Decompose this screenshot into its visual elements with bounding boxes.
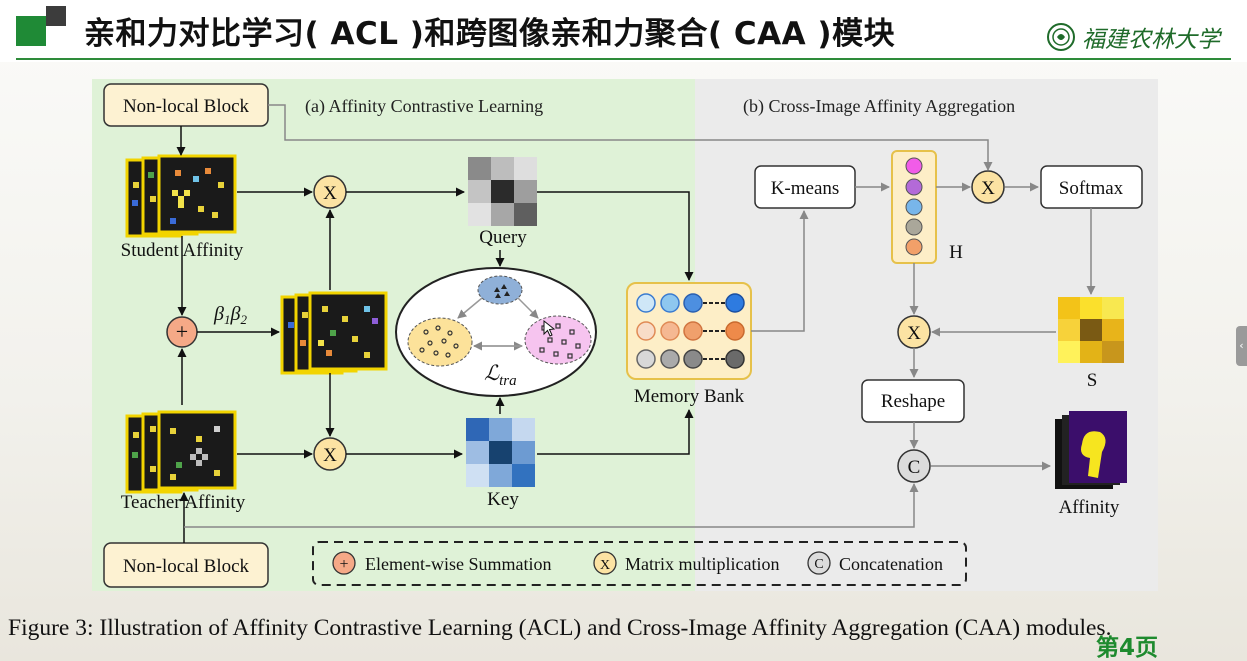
multiply-op-caa-mid-symbol: X (907, 323, 921, 344)
s-label: S (1087, 370, 1098, 391)
university-logo: 福建农林大学 (1046, 20, 1220, 54)
reshape-box (861, 379, 965, 423)
h-label: H (949, 242, 963, 263)
legend-multiply-icon (593, 551, 617, 575)
legend-concat-symbol: C (814, 557, 823, 572)
s-matrix (1058, 297, 1124, 363)
teacher-affinity-maps (125, 410, 237, 494)
non-local-block-bottom-label: Non-local Block (123, 556, 250, 577)
loss-label: ℒtra (484, 361, 517, 389)
beta-weights-label: β1β2 (213, 303, 247, 327)
reshape-label: Reshape (881, 391, 945, 412)
memory-bank-label: Memory Bank (634, 386, 745, 407)
kmeans-label: K-means (771, 178, 840, 199)
university-name: 福建农林大学 (1082, 27, 1220, 53)
multiply-op-caa-top-symbol: X (981, 178, 995, 199)
concat-op-symbol: C (908, 457, 921, 478)
title-divider (16, 58, 1231, 60)
side-nav-tab[interactable]: ‹ (1236, 326, 1247, 366)
multiply-op-top-symbol: X (323, 183, 337, 204)
teacher-affinity-label: Teacher Affinity (121, 492, 246, 513)
key-label: Key (487, 489, 519, 510)
panel-a-title: (a) Affinity Contrastive Learning (305, 96, 543, 117)
concat-op (897, 449, 931, 483)
student-affinity-maps (125, 154, 237, 238)
non-local-block-bottom (103, 542, 269, 588)
figure-caption: Figure 3: Illustration of Affinity Contr… (8, 615, 1112, 641)
cluster-blue (477, 275, 523, 305)
legend-plus-symbol: + (339, 556, 348, 573)
panel-b-title: (b) Cross-Image Affinity Aggregation (743, 96, 1015, 117)
affinity-output-label: Affinity (1059, 497, 1120, 518)
chevron-left-icon: ‹ (1239, 339, 1244, 352)
legend-plus-icon (332, 551, 356, 575)
legend-concat-icon (807, 551, 831, 575)
legend-box (312, 541, 967, 586)
query-matrix (468, 157, 537, 226)
university-seal-icon (1047, 23, 1075, 51)
slide-title: 亲和力对比学习( ACL )和跨图像亲和力聚合( CAA )模块 (84, 16, 896, 52)
affinity-output-maps (1055, 411, 1127, 489)
logo-squares-icon (16, 6, 66, 46)
legend-multiplication-text: Matrix multiplication (625, 554, 779, 574)
cluster-yellow (407, 317, 473, 367)
legend-summation-text: Element-wise Summation (365, 554, 551, 574)
legend-concatenation-text: Concatenation (839, 554, 943, 574)
title-bar (0, 0, 1247, 62)
multiply-op-bottom-symbol: X (323, 445, 337, 466)
query-label: Query (479, 227, 527, 248)
fused-affinity-maps (280, 291, 388, 375)
softmax-label: Softmax (1059, 178, 1124, 199)
page-number: 第4页 (1096, 635, 1159, 661)
key-matrix (466, 418, 535, 487)
memory-bank-slots (636, 293, 745, 369)
non-local-block-top-label: Non-local Block (123, 96, 250, 117)
cluster-pink (524, 315, 592, 365)
mouse-cursor-icon (543, 319, 556, 337)
plus-symbol: + (176, 319, 188, 344)
legend-multiply-symbol: X (600, 558, 610, 573)
multiply-op-caa-top (971, 170, 1005, 204)
